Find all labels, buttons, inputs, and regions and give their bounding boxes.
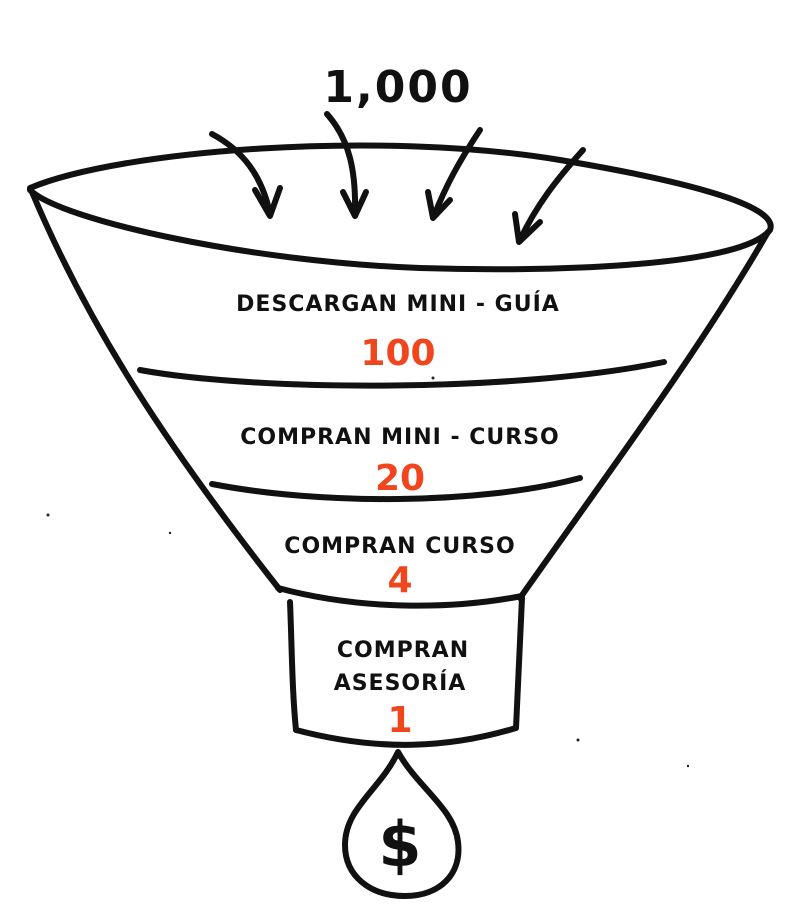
stage-2-value: 20 xyxy=(375,458,425,499)
funnel-rim xyxy=(27,142,774,273)
arrow-down-icon xyxy=(209,131,283,219)
stage-1-label: DESCARGAN MINI - GUÍA xyxy=(236,291,560,317)
stage-4-label-line1: COMPRAN xyxy=(337,638,469,663)
stage-4-value: 1 xyxy=(387,700,412,741)
top-value: 1,000 xyxy=(323,62,472,113)
band-divider xyxy=(275,585,525,609)
ink-speck xyxy=(431,376,435,380)
stage-3-label: COMPRAN CURSO xyxy=(284,534,515,559)
arrow-down-icon xyxy=(425,127,483,221)
funnel-neck xyxy=(287,595,525,748)
funnel-right-side xyxy=(517,229,771,601)
ink-speck xyxy=(168,531,172,535)
funnel-left-side xyxy=(29,189,283,593)
money-drop-icon: $ xyxy=(342,749,462,899)
stage-4-label-line2: ASESORÍA xyxy=(334,670,467,696)
band-divider xyxy=(209,475,583,503)
ink-speck xyxy=(46,513,50,517)
band-divider xyxy=(137,359,667,389)
stage-1-value: 100 xyxy=(360,333,435,374)
dollar-symbol: $ xyxy=(378,808,421,881)
ink-speck xyxy=(686,764,690,768)
arrow-down-icon xyxy=(512,147,586,245)
arrow-down-icon xyxy=(324,111,369,219)
stage-3-value: 4 xyxy=(387,560,412,601)
stage-2-label: COMPRAN MINI - CURSO xyxy=(240,425,560,450)
ink-speck xyxy=(576,738,580,742)
